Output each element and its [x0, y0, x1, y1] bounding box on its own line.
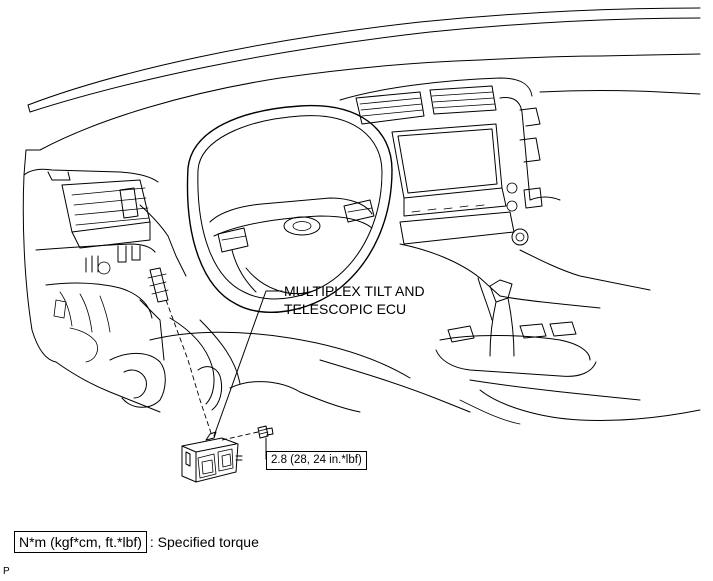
steering-wheel: [186, 104, 393, 314]
ecu-callout-line1: MULTIPLEX TILT AND: [284, 283, 425, 299]
ecu-leader-line: [213, 290, 283, 437]
center-stack: [339, 77, 701, 246]
bolt: [221, 425, 274, 441]
floor-pedals: [55, 317, 471, 413]
legend-unit-box: N*m (kgf*cm, ft.*lbf): [14, 531, 147, 553]
torque-spec-box: 2.8 (28, 24 in.*lbf): [266, 451, 367, 470]
legend: N*m (kgf*cm, ft.*lbf): Specified torque: [14, 531, 259, 553]
ecu-callout-label: MULTIPLEX TILT AND TELESCOPIC ECU: [284, 282, 425, 318]
ecu-location-projection: [165, 299, 213, 437]
ecu-callout-line2: TELESCOPIC ECU: [284, 301, 407, 317]
multiplex-tilt-telescopic-ecu: [181, 431, 243, 483]
center-console: [399, 243, 701, 425]
left-dashboard: [22, 168, 166, 408]
reference-code: P: [3, 566, 10, 577]
legend-description: : Specified torque: [149, 534, 259, 550]
dashboard-top-outline: [23, 7, 701, 176]
steering-column: [139, 204, 187, 303]
